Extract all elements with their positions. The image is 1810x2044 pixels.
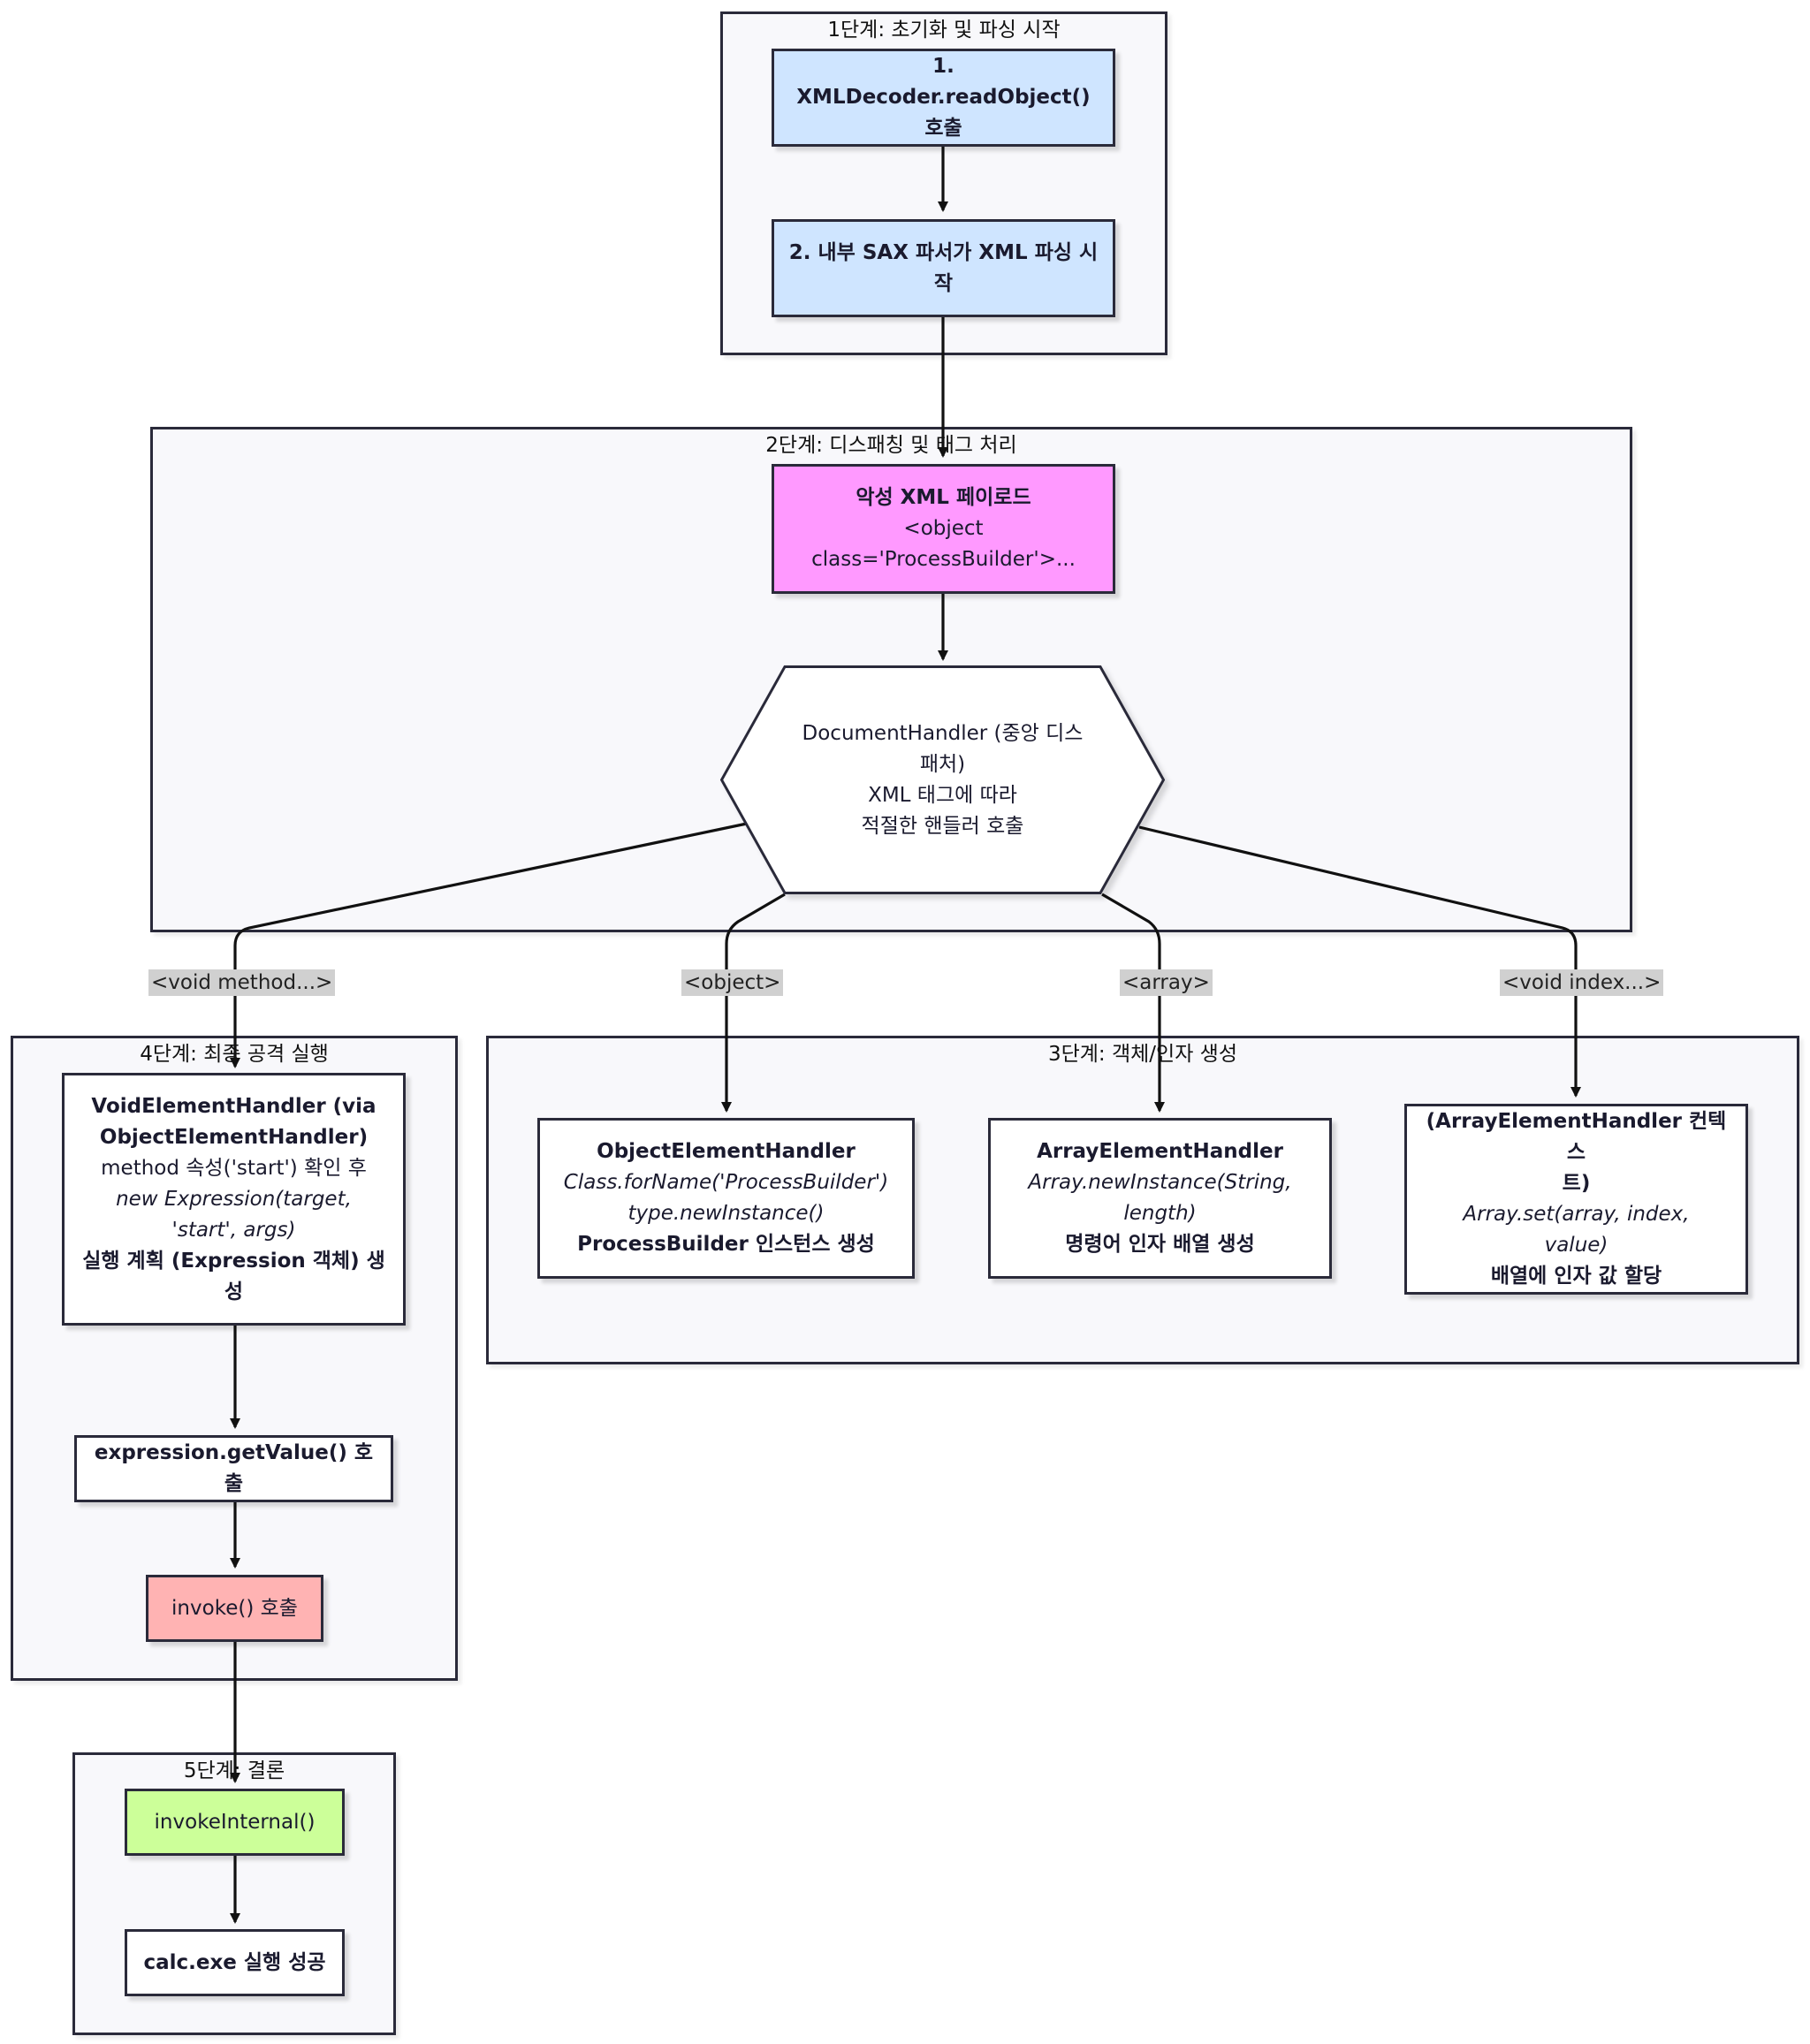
node-get-value: expression.getValue() 호출 <box>74 1435 393 1502</box>
invoke-label: invoke() 호출 <box>171 1596 298 1620</box>
void-handler-code1: new Expression(target, <box>116 1187 352 1211</box>
get-value-label: expression.getValue() 호출 <box>94 1441 374 1495</box>
void-handler-result1: 실행 계획 (Expression 객체) 생 <box>82 1249 385 1273</box>
dispatcher-title1: DocumentHandler (중앙 디스 <box>802 721 1084 745</box>
calc-success-label: calc.exe 실행 성공 <box>143 1950 326 1974</box>
dispatcher-title2: 패처) <box>919 752 966 776</box>
array-handler-code1: Array.newInstance(String, <box>1028 1171 1292 1194</box>
hexagon-shape <box>720 665 1165 894</box>
edge-label-array: <array> <box>1120 969 1213 996</box>
node-calc-success: calc.exe 실행 성공 <box>125 1929 345 1996</box>
node-array-element-handler: ArrayElementHandler Array.newInstance(St… <box>988 1118 1332 1279</box>
object-handler-title: ObjectElementHandler <box>597 1140 856 1163</box>
cluster-stage1-title: 1단계: 초기화 및 파싱 시작 <box>827 19 1061 42</box>
node-object-element-handler: ObjectElementHandler Class.forName('Proc… <box>537 1118 915 1279</box>
array-context-code1: Array.set(array, index, <box>1463 1203 1690 1226</box>
array-handler-title: ArrayElementHandler <box>1037 1140 1283 1163</box>
dispatcher-line2: 적절한 핸들러 호출 <box>861 814 1024 838</box>
void-handler-title1: VoidElementHandler (via <box>91 1094 376 1118</box>
edge-label-void-index: <void index...> <box>1500 969 1664 996</box>
node-document-handler: DocumentHandler (중앙 디스 패처) XML 태그에 따라 적절… <box>720 665 1165 894</box>
node-readobject-line1: 1. XMLDecoder.readObject() <box>796 55 1091 109</box>
cluster-stage4-title: 4단계: 최종 공격 실행 <box>140 1043 329 1066</box>
node-invoke-internal: invokeInternal() <box>125 1789 345 1856</box>
array-handler-result: 명령어 인자 배열 생성 <box>1065 1233 1255 1256</box>
array-handler-code2: length) <box>1123 1202 1197 1225</box>
cluster-stage2-title: 2단계: 디스패칭 및 태그 처리 <box>765 434 1017 457</box>
node-invoke: invoke() 호출 <box>146 1575 323 1642</box>
node-payload-title: 악성 XML 페이로드 <box>856 486 1031 509</box>
object-handler-result: ProcessBuilder 인스턴스 생성 <box>577 1233 875 1256</box>
node-readobject-line2: 호출 <box>924 117 962 140</box>
object-handler-code1: Class.forName('ProcessBuilder') <box>563 1171 889 1194</box>
void-handler-code2: 'start', args) <box>171 1218 296 1242</box>
object-handler-code2: type.newInstance() <box>627 1202 825 1225</box>
void-handler-line1: method 속성('start') 확인 후 <box>101 1156 367 1180</box>
array-context-code2: value) <box>1544 1234 1608 1257</box>
node-document-handler-text: DocumentHandler (중앙 디스 패처) XML 태그에 따라 적절… <box>782 665 1103 894</box>
node-void-element-handler: VoidElementHandler (via ObjectElementHan… <box>62 1073 406 1326</box>
void-handler-title2: ObjectElementHandler) <box>99 1125 369 1149</box>
node-readobject: 1. XMLDecoder.readObject() 호출 <box>772 49 1115 147</box>
node-payload-line2: class='ProcessBuilder'>... <box>811 548 1076 571</box>
node-array-context: (ArrayElementHandler 컨텍스 트) Array.set(ar… <box>1404 1104 1748 1295</box>
array-context-title1: (ArrayElementHandler 컨텍스 <box>1426 1110 1727 1164</box>
dispatcher-line1: XML 태그에 따라 <box>868 783 1017 807</box>
node-sax-parser: 2. 내부 SAX 파서가 XML 파싱 시 작 <box>772 219 1115 317</box>
cluster-stage5-title: 5단계: 결론 <box>183 1759 285 1782</box>
array-context-title2: 트) <box>1562 1172 1591 1195</box>
node-sax-parser-line1: 2. 내부 SAX 파서가 XML 파싱 시 <box>788 240 1099 264</box>
cluster-stage3-title: 3단계: 객체/인자 생성 <box>1047 1043 1238 1066</box>
edge-label-object: <object> <box>681 969 784 996</box>
node-malicious-payload: 악성 XML 페이로드 <object class='ProcessBuilde… <box>772 464 1115 594</box>
node-sax-parser-line2: 작 <box>933 271 954 295</box>
edge-label-void-method: <void method...> <box>148 969 336 996</box>
array-context-result: 배열에 인자 값 할당 <box>1490 1265 1662 1288</box>
void-handler-result2: 성 <box>224 1280 244 1303</box>
node-payload-line1: <object <box>903 517 984 540</box>
invoke-internal-label: invokeInternal() <box>154 1810 316 1834</box>
